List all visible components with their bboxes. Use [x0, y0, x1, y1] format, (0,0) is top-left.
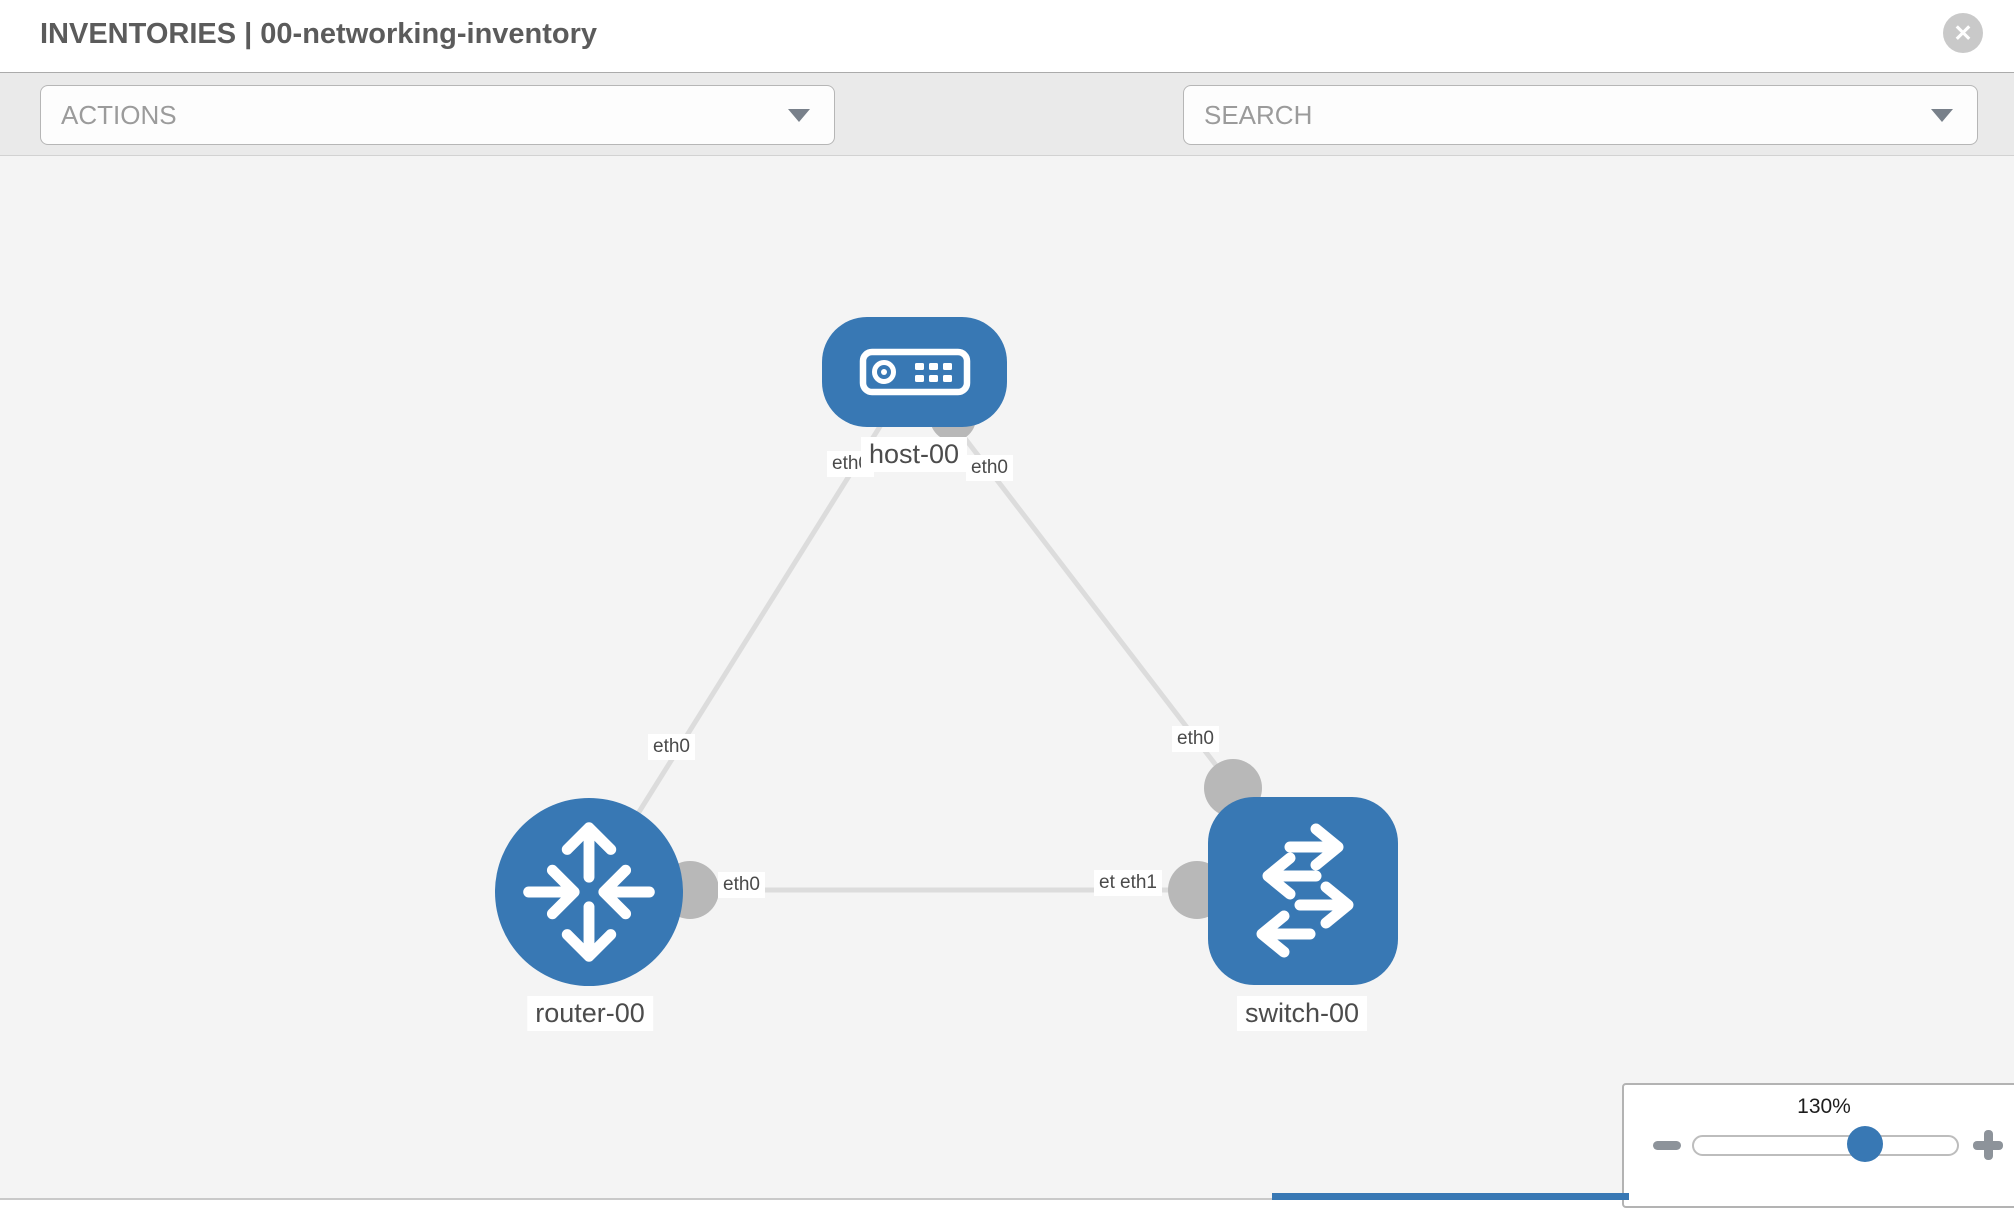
zoom-in-button[interactable]: [1973, 1130, 2003, 1160]
host-icon: [859, 348, 970, 396]
toolbar: ACTIONS SEARCH: [0, 72, 2014, 205]
close-icon: ✕: [1953, 19, 1973, 46]
node-label-host: host-00: [860, 437, 968, 472]
router-icon: [523, 822, 655, 962]
node-switch[interactable]: [1208, 797, 1398, 985]
bottom-accent-bar: [1272, 1193, 1629, 1200]
port-label: eth1: [1115, 870, 1162, 896]
port-label: eth0: [648, 734, 695, 760]
zoom-out-button[interactable]: [1653, 1141, 1681, 1150]
topology-canvas[interactable]: host-00 router-00 switch-00 eth0 eth0 et…: [0, 156, 2014, 1200]
actions-select-label: ACTIONS: [61, 99, 177, 130]
zoom-panel: 130%: [1622, 1083, 2014, 1208]
page-title: INVENTORIES | 00-networking-inventory: [40, 18, 598, 50]
node-label-switch: switch-00: [1236, 996, 1368, 1031]
node-host[interactable]: [822, 317, 1007, 427]
chevron-down-icon: [1931, 109, 1953, 122]
links-layer: [586, 370, 1303, 894]
zoom-level: 130%: [1797, 1095, 1851, 1118]
actions-select[interactable]: ACTIONS: [40, 85, 835, 145]
header: INVENTORIES | 00-networking-inventory ✕: [0, 0, 2014, 72]
port-label: eth0: [1172, 726, 1219, 752]
search-select-label: SEARCH: [1204, 99, 1313, 130]
zoom-slider-thumb[interactable]: [1847, 1126, 1883, 1162]
switch-icon: [1256, 823, 1354, 958]
zoom-slider-track[interactable]: [1692, 1135, 1959, 1156]
port-label: eth0: [966, 455, 1013, 481]
chevron-down-icon: [788, 109, 810, 122]
search-select[interactable]: SEARCH: [1183, 85, 1978, 145]
node-label-router: router-00: [527, 996, 653, 1031]
link-host-switch: [912, 370, 1237, 792]
port-label: eth0: [718, 872, 765, 898]
close-button[interactable]: ✕: [1943, 13, 1983, 53]
node-router[interactable]: [495, 798, 683, 986]
